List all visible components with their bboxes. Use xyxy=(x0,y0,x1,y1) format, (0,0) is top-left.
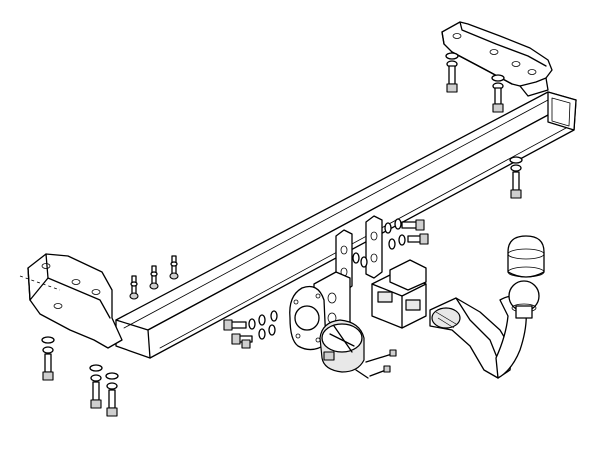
right-bracket xyxy=(441,21,553,97)
tow-ball xyxy=(508,280,540,319)
crossbar xyxy=(115,91,577,359)
nuts xyxy=(241,339,251,349)
bolts xyxy=(41,52,523,417)
electrical-socket xyxy=(319,319,365,373)
socket-plate xyxy=(289,285,327,351)
rivets xyxy=(129,255,179,300)
left-bracket xyxy=(19,253,123,349)
ball-socket-block xyxy=(371,259,427,329)
screws xyxy=(355,349,397,379)
ball-cap xyxy=(507,235,545,278)
washers xyxy=(352,252,368,268)
